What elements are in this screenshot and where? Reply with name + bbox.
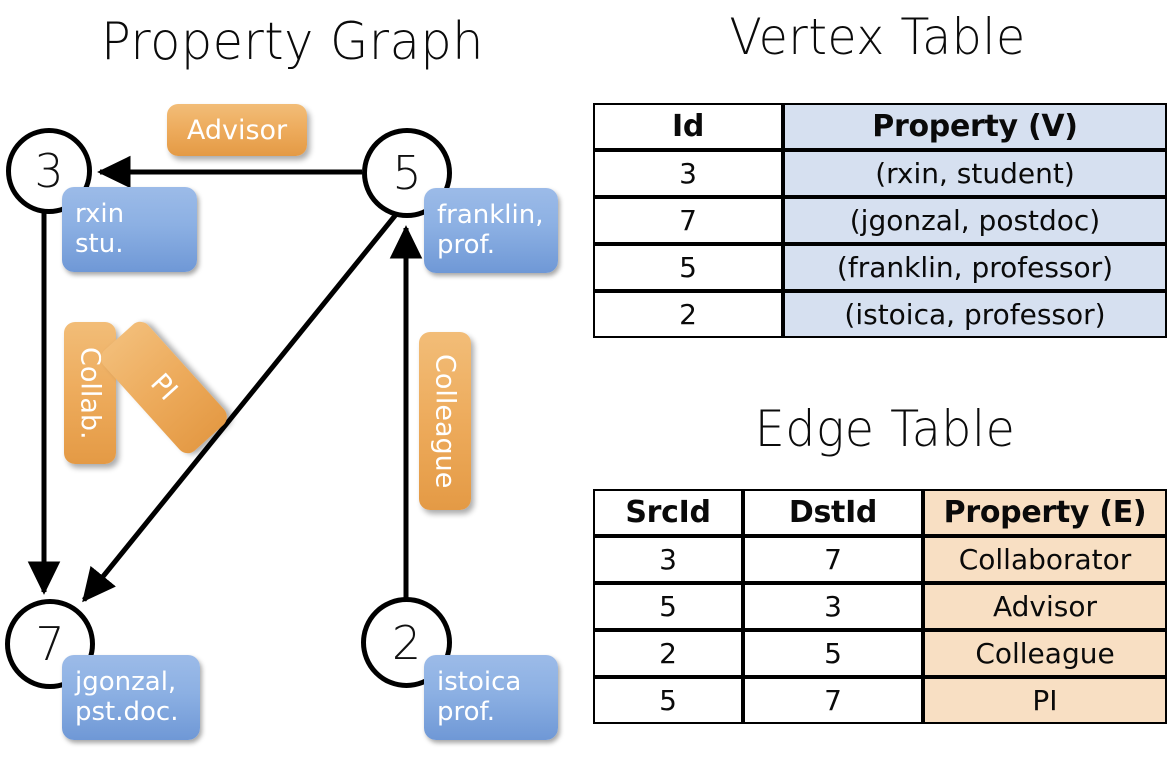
edge-5-to-7 bbox=[82, 210, 400, 603]
page-title-edge-table: Edge Table bbox=[754, 400, 1016, 458]
edge-row-2-dst: 5 bbox=[743, 630, 923, 677]
edge-row-3-dst: 7 bbox=[743, 677, 923, 724]
vertex-row-2-id: 5 bbox=[593, 244, 783, 291]
edge-row-0-property: Collaborator bbox=[923, 536, 1167, 583]
edge-label-colleague-text: Colleague bbox=[429, 353, 461, 489]
node-label-istoica-line1: istoica bbox=[437, 667, 522, 698]
node-label-istoica: istoica prof. bbox=[424, 655, 558, 740]
graph-node-3-id: 3 bbox=[34, 144, 64, 198]
edge-row-2-property: Colleague bbox=[923, 630, 1167, 677]
node-label-rxin: rxin stu. bbox=[62, 187, 197, 272]
page-title-property-graph: Property Graph bbox=[101, 12, 484, 72]
edge-row-3-src: 5 bbox=[593, 677, 743, 724]
node-label-jgonzal-line1: jgonzal, bbox=[75, 667, 177, 698]
edge-label-advisor: Advisor bbox=[167, 104, 307, 156]
vertex-table-header-property: Property (V) bbox=[783, 103, 1167, 150]
node-label-rxin-line1: rxin bbox=[75, 199, 125, 230]
vertex-row-3-property: (istoica, professor) bbox=[783, 291, 1167, 338]
edge-row-3-property: PI bbox=[923, 677, 1167, 724]
node-label-jgonzal: jgonzal, pst.doc. bbox=[62, 655, 200, 740]
table-row[interactable]: 2 (istoica, professor) bbox=[593, 291, 1167, 338]
graph-node-2[interactable]: 2 bbox=[361, 597, 452, 688]
vertex-row-2-property: (franklin, professor) bbox=[783, 244, 1167, 291]
edge-row-1-property: Advisor bbox=[923, 583, 1167, 630]
vertex-table-header-id: Id bbox=[593, 103, 783, 150]
node-label-rxin-line2: stu. bbox=[75, 228, 124, 259]
vertex-row-1-property: (jgonzal, postdoc) bbox=[783, 197, 1167, 244]
table-row[interactable]: 3 (rxin, student) bbox=[593, 150, 1167, 197]
edge-label-colleague: Colleague bbox=[419, 332, 471, 510]
edge-row-0-src: 3 bbox=[593, 536, 743, 583]
edge-table-header-property: Property (E) bbox=[923, 489, 1167, 536]
edge-row-1-dst: 3 bbox=[743, 583, 923, 630]
vertex-row-0-id: 3 bbox=[593, 150, 783, 197]
graph-node-7-id: 7 bbox=[35, 617, 65, 671]
node-label-franklin: franklin, prof. bbox=[424, 188, 558, 273]
vertex-row-0-property: (rxin, student) bbox=[783, 150, 1167, 197]
table-row[interactable]: 3 7 Collaborator bbox=[593, 536, 1167, 583]
graph-node-5[interactable]: 5 bbox=[362, 128, 452, 218]
graph-node-2-id: 2 bbox=[391, 615, 422, 670]
node-label-istoica-line2: prof. bbox=[437, 696, 496, 727]
vertex-table-header-row: Id Property (V) bbox=[593, 103, 1167, 150]
vertex-table: Id Property (V) 3 (rxin, student) 7 (jgo… bbox=[593, 103, 1167, 338]
table-row[interactable]: 5 7 PI bbox=[593, 677, 1167, 724]
edge-label-advisor-text: Advisor bbox=[186, 114, 288, 146]
edge-table: SrcId DstId Property (E) 3 7 Collaborato… bbox=[593, 489, 1167, 724]
property-graph-canvas: 3 5 7 2 rxin stu. franklin, prof. jgonza… bbox=[5, 104, 558, 740]
edge-table-header-srcid: SrcId bbox=[593, 489, 743, 536]
graph-edges-svg bbox=[27, 155, 423, 603]
node-label-franklin-line1: franklin, bbox=[437, 200, 544, 231]
edge-table-header-dstid: DstId bbox=[743, 489, 923, 536]
edge-table-header-row: SrcId DstId Property (E) bbox=[593, 489, 1167, 536]
edge-row-2-src: 2 bbox=[593, 630, 743, 677]
edge-row-0-dst: 7 bbox=[743, 536, 923, 583]
table-row[interactable]: 5 3 Advisor bbox=[593, 583, 1167, 630]
table-row[interactable]: 2 5 Colleague bbox=[593, 630, 1167, 677]
edge-row-1-src: 5 bbox=[593, 583, 743, 630]
vertex-row-3-id: 2 bbox=[593, 291, 783, 338]
edge-label-pi-text: PI bbox=[144, 368, 184, 407]
edge-label-collab-text: Collab. bbox=[74, 346, 106, 440]
vertex-row-1-id: 7 bbox=[593, 197, 783, 244]
table-row[interactable]: 7 (jgonzal, postdoc) bbox=[593, 197, 1167, 244]
table-row[interactable]: 5 (franklin, professor) bbox=[593, 244, 1167, 291]
node-label-franklin-line2: prof. bbox=[437, 229, 496, 260]
node-label-jgonzal-line2: pst.doc. bbox=[75, 696, 179, 727]
edge-label-collab: Collab. bbox=[64, 322, 116, 464]
graph-node-5-id: 5 bbox=[392, 146, 422, 200]
page-title-vertex-table: Vertex Table bbox=[729, 8, 1026, 66]
